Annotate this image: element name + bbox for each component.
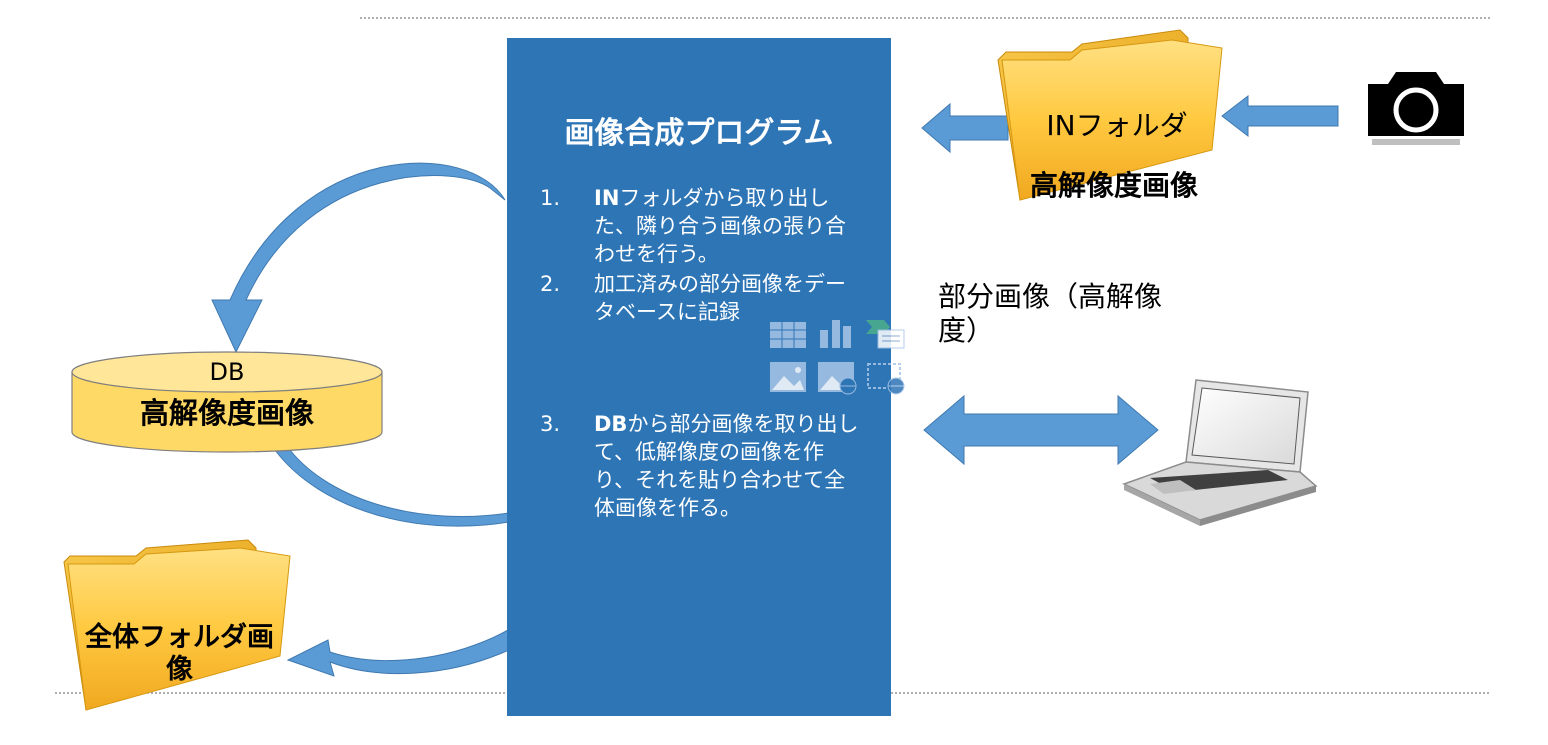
content-placeholder-icons [770, 320, 905, 395]
smartart-icon [866, 320, 905, 349]
step-number: 1. [540, 186, 561, 210]
database-icon [71, 351, 383, 453]
db-label: DB [209, 358, 245, 386]
db-sublabel: 高解像度画像 [139, 396, 314, 430]
table-icon [770, 322, 806, 348]
camera-icon [1368, 72, 1464, 145]
step-text: DBから部分画像を取り出して、低解像度の画像を作り、それを貼り合わせて全体画像を… [594, 412, 859, 520]
in-folder-icon [997, 29, 1223, 201]
double-arrow-program-laptop [923, 394, 1159, 466]
laptop-icon [1122, 379, 1318, 526]
chart-icon [820, 320, 851, 348]
curved-arrow-program-to-db [211, 162, 506, 354]
whole-folder-icon [63, 539, 291, 711]
whole-folder-label: 全体フォルダ画像 [85, 622, 274, 685]
in-folder-sublabel: 高解像度画像 [1030, 169, 1199, 202]
partial-image-label: 部分画像（高解像度） [938, 280, 1163, 347]
online-picture-icon [818, 362, 857, 395]
picture-icon [770, 362, 806, 392]
video-icon [867, 363, 905, 395]
step-number: 3. [540, 412, 561, 436]
arrow-camera-to-in-folder [1221, 94, 1339, 138]
step-text: 加工済みの部分画像をデータベースに記録 [594, 272, 846, 324]
step-text: INフォルダから取り出した、隣り合う画像の張り合わせを行う。 [594, 186, 846, 266]
program-title: 画像合成プログラム [564, 116, 834, 151]
step-number: 2. [540, 272, 561, 296]
in-folder-label: INフォルダ [1046, 109, 1188, 142]
arrow-in-folder-to-program [921, 102, 1009, 154]
